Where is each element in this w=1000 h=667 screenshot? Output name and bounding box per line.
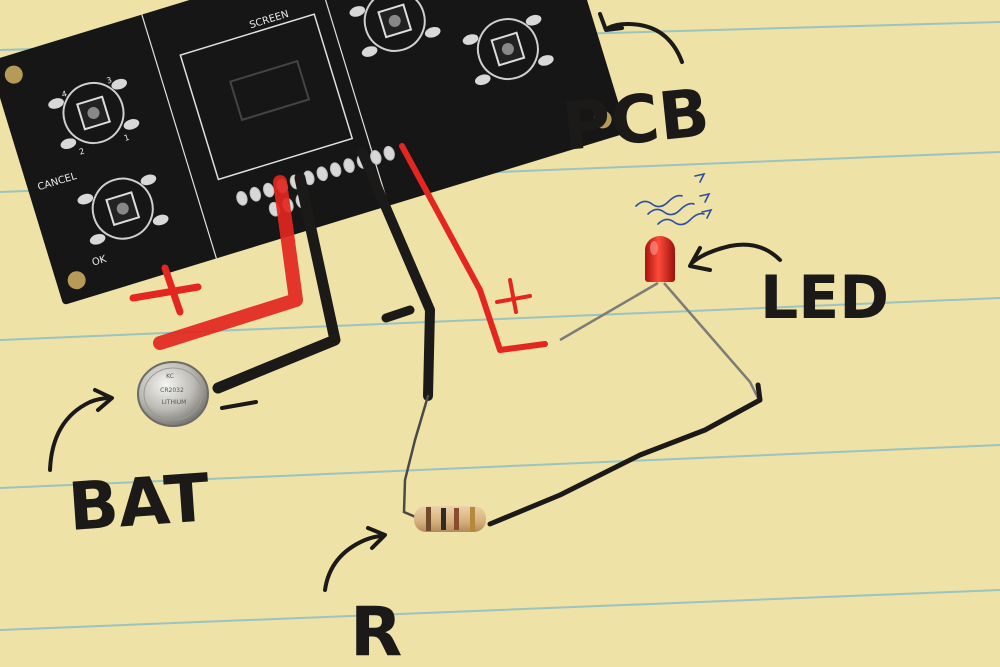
label-r: R: [350, 593, 402, 667]
silk-pin-2: 2: [78, 147, 86, 157]
silk-pin-1: 1: [123, 133, 131, 143]
pcb-board: CANCEL OK SCREEN 4 3 2 1: [0, 0, 627, 305]
coin-battery: KC CR2032 LITHIUM: [137, 361, 209, 427]
black-marker-trace-left: [212, 172, 341, 394]
light-rays-icon: [635, 172, 713, 226]
red-marker-trace-left: [153, 175, 303, 350]
plus-sign-right: [495, 278, 532, 314]
label-pcb: PCB: [559, 74, 713, 166]
label-bat: BAT: [66, 459, 212, 546]
resistor-to-trace-wire: [402, 394, 430, 520]
black-marker-trace-mid: [357, 147, 435, 401]
battery-text-3: LITHIUM: [162, 399, 187, 406]
minus-sign-bat: [220, 400, 258, 410]
red-led: [559, 236, 760, 399]
button-right-1: [349, 0, 441, 57]
button-right-2: [462, 14, 554, 86]
led-to-resistor-wire: [487, 382, 763, 527]
minus-sign-mid: [381, 305, 415, 323]
red-marker-trace-right: [399, 143, 548, 353]
button-cancel: [48, 78, 140, 150]
silk-pin-3: 3: [105, 75, 113, 85]
arrow-led-icon: [688, 242, 782, 272]
arrow-pcb-icon: [598, 12, 684, 64]
label-led: LED: [760, 263, 889, 333]
arrow-r-icon: [323, 526, 387, 592]
silk-pin-4: 4: [61, 89, 69, 99]
battery-text-2: CR2032: [160, 387, 184, 394]
silk-ok: OK: [91, 254, 108, 269]
plus-sign-left: [129, 264, 202, 316]
arrow-bat-icon: [48, 388, 114, 472]
button-ok: [77, 174, 169, 245]
resistor: [414, 506, 486, 532]
battery-text-1: KC: [166, 373, 174, 380]
